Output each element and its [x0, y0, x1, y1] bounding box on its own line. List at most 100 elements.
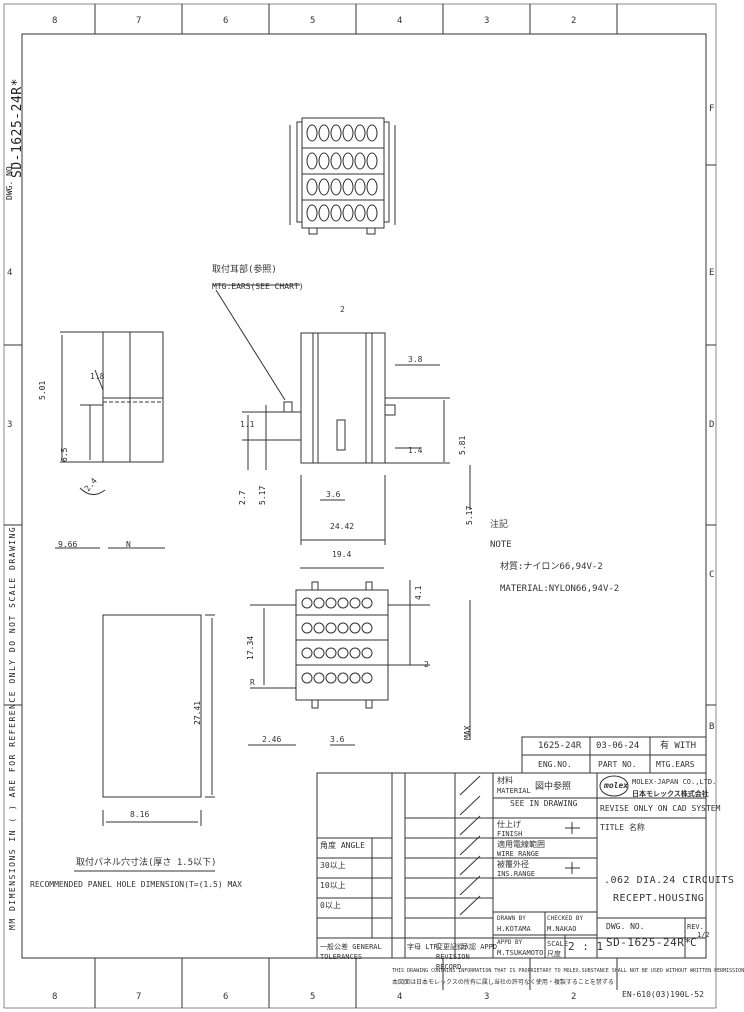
- dim-4-1: 4.1: [414, 585, 423, 600]
- note-line-1: 材質:ナイロン66,94V-2: [500, 562, 603, 572]
- zone-top-3: 3: [484, 16, 490, 26]
- tol-angle: 角度 ANGLE: [320, 841, 365, 850]
- zone-bottom-5: 5: [310, 992, 316, 1002]
- molex-logo: molex: [604, 781, 629, 790]
- zone-top-6: 6: [223, 16, 229, 26]
- dim-27-41: 27.41: [193, 700, 202, 725]
- zone-right-e: E: [709, 268, 715, 278]
- panel-hole-callout-jp: 取付パネル穴寸法(厚さ 1.5以下): [76, 858, 217, 868]
- material-value: 図中参照: [535, 782, 572, 792]
- zone-top-8: 8: [52, 16, 58, 26]
- dim-1-8: 1.8: [90, 372, 105, 381]
- dim-max: MAX: [463, 725, 472, 740]
- dim-3-8: 3.8: [408, 355, 423, 364]
- note-title-en: NOTE: [490, 540, 512, 550]
- zone-top-7: 7: [136, 16, 142, 26]
- dim-19-4: 19.4: [332, 550, 352, 559]
- footer-proprietary-jp: 本図面は日本モレックスの所有に属し当社の許可なく使用・複製することを禁ずる: [392, 979, 614, 986]
- scale-label: SCALE 尺度: [547, 940, 569, 958]
- drawn-by-label: DRAWN BY: [497, 915, 526, 922]
- ins-range-en: INS.RANGE: [497, 870, 535, 878]
- dim-5-81: 5.81: [458, 435, 467, 455]
- zone-right-f: F: [709, 104, 715, 114]
- zone-top-4: 4: [397, 16, 403, 26]
- zone-top-5: 5: [310, 16, 316, 26]
- zone-bottom-6: 6: [223, 992, 229, 1002]
- zone-left-3: 3: [7, 420, 13, 430]
- title-line-1: .062 DIA.24 CIRCUITS: [604, 875, 735, 886]
- zone-bottom-3: 3: [484, 992, 490, 1002]
- drawing-linework: [3, 3, 717, 1009]
- dim-2-right: 2: [424, 660, 429, 669]
- dim-6-5: 6.5: [60, 447, 69, 462]
- checked-by-label: CHECKED BY: [547, 915, 584, 922]
- material-value-en: SEE IN DRAWING: [510, 799, 578, 808]
- tol-general: 一般公差 GENERAL TOLERANCES: [320, 943, 382, 961]
- dim-5-17-right: 5.17: [465, 505, 474, 525]
- variant-mtg-ears-label: MTG.EARS: [656, 760, 695, 769]
- tol-30: 30以上: [320, 861, 346, 870]
- zone-top-2: 2: [571, 16, 577, 26]
- dim-2-46: 2.46: [262, 735, 282, 744]
- dwg-no-label: DWG. NO.: [606, 922, 645, 931]
- tol-10: 10以上: [320, 881, 346, 890]
- drawn-name: H.KOTAMA: [497, 925, 531, 933]
- zone-bottom-7: 7: [136, 992, 142, 1002]
- tol-0: 0以上: [320, 901, 341, 910]
- company-jp: 日本モレックス株式会社: [632, 790, 709, 798]
- ltr-label: 字母 LTR: [407, 943, 438, 951]
- variant-eng-no-label: ENG.NO.: [538, 760, 572, 769]
- dim-3-6: 3.6: [330, 735, 345, 744]
- zone-bottom-4: 4: [397, 992, 403, 1002]
- dim-5-01: 5.01: [38, 380, 47, 400]
- dim-1-4: 1.4: [408, 446, 423, 455]
- panel-hole-callout-en: RECOMMENDED PANEL HOLE DIMENSION(T=(1.5)…: [30, 880, 242, 889]
- dim-1-1: 1.1: [240, 420, 255, 429]
- dwg-no-vertical-label: DWG. NO.: [5, 161, 14, 200]
- dim-n: N: [126, 540, 131, 549]
- dim-17-34: 17.34: [246, 635, 255, 660]
- note-line-2: MATERIAL:NYLON66,94V-2: [500, 584, 620, 594]
- zone-right-b: B: [709, 722, 715, 732]
- approved-name: M.TSUKAMOTO: [497, 949, 544, 957]
- dim-5-17-left: 5.17: [258, 485, 267, 505]
- dim-2-3: 3.6: [326, 490, 341, 499]
- rev-value: C: [690, 936, 698, 949]
- finish-label-en: FINISH: [497, 830, 523, 838]
- mtg-ears-callout-en: MTG.EARS(SEE CHART): [212, 282, 304, 291]
- finish-label-jp: 仕上げ: [497, 820, 521, 829]
- footer-proprietary-en: THIS DRAWING CONTAINS INFORMATION THAT I…: [392, 968, 744, 974]
- scale-value: 2 : 1: [568, 940, 604, 953]
- revision-record-label: 変更記録 REVISION RECORD: [436, 943, 470, 971]
- variant-part-no-label: PART NO.: [598, 760, 637, 769]
- note-title-jp: 注記: [490, 520, 509, 530]
- material-label-en: MATERIAL: [497, 787, 531, 795]
- variant-part-no: 1625-24R: [538, 741, 582, 751]
- zone-right-d: D: [709, 420, 715, 430]
- dim-8-16: 8.16: [130, 810, 150, 819]
- zone-bottom-2: 2: [571, 992, 577, 1002]
- approved-by-label: APPD BY: [497, 939, 523, 946]
- dim-2-7: 2.7: [238, 490, 247, 505]
- left-margin-note: MM DIMENSIONS IN ( ) ARE FOR REFERENCE O…: [8, 525, 17, 930]
- dim-r: R: [250, 678, 255, 687]
- footer-form-no: EN-610(03)190L-52: [622, 990, 704, 999]
- zone-right-c: C: [709, 570, 715, 580]
- ins-range-jp: 被覆外径: [497, 860, 529, 869]
- material-label-jp: 材料: [497, 776, 513, 785]
- zone-bottom-8: 8: [52, 992, 58, 1002]
- sheet-no: 1/2: [697, 931, 710, 939]
- wire-range-en: WIRE RANGE: [497, 850, 540, 858]
- mtg-ears-callout-jp: 取付耳部(参照): [212, 265, 277, 275]
- revise-note: REVISE ONLY ON CAD SYSTEM: [600, 804, 721, 813]
- rev-label: REV.: [687, 923, 704, 931]
- title-line-2: RECEPT.HOUSING: [613, 893, 705, 904]
- dwg-no: SD-1625-24R*: [606, 936, 692, 949]
- dim-2: 2: [340, 305, 345, 314]
- zone-left-4: 4: [7, 268, 13, 278]
- dim-9-66: 9.66: [58, 540, 78, 549]
- title-label: TITLE 名称: [600, 823, 645, 832]
- company-en: MOLEX-JAPAN CO.,LTD.: [632, 778, 717, 786]
- variant-ears: 有 WITH: [660, 741, 697, 751]
- dim-24-42: 24.42: [330, 522, 355, 531]
